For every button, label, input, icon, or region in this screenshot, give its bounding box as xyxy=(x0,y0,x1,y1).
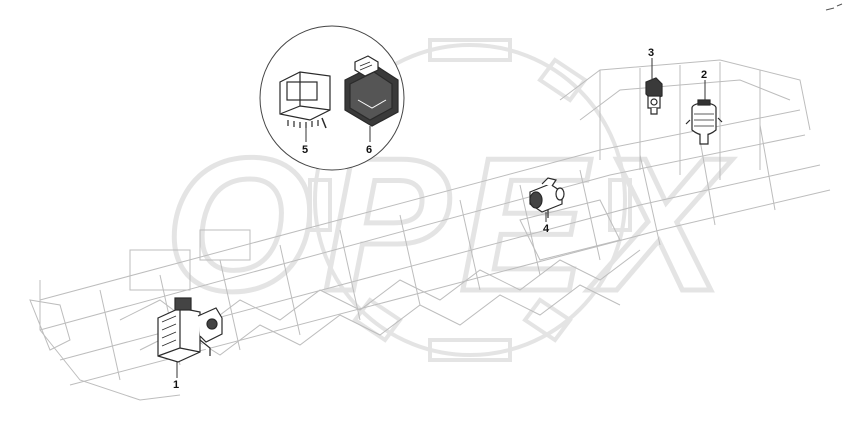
callout-6: 6 xyxy=(366,144,372,156)
callout-3: 3 xyxy=(648,47,654,59)
callout-5: 5 xyxy=(302,144,308,156)
callout-4: 4 xyxy=(543,223,550,235)
chassis-frame xyxy=(29,59,831,401)
part-2-filter-unit xyxy=(685,99,723,145)
detail-inset xyxy=(259,25,405,171)
watermark-text: OPEX xyxy=(165,119,733,331)
part-6-control-unit xyxy=(344,55,399,127)
part-3-valve xyxy=(645,77,663,115)
part-1-valve-block xyxy=(157,297,223,363)
callout-2: 2 xyxy=(701,69,707,81)
part-5-ecu-module xyxy=(279,71,331,129)
callout-labels: 1 2 3 4 5 6 xyxy=(173,47,707,391)
part-4-coupling xyxy=(529,177,565,218)
callout-1: 1 xyxy=(173,379,179,391)
corner-mark-icon xyxy=(825,3,843,11)
leader-lines xyxy=(176,58,706,378)
